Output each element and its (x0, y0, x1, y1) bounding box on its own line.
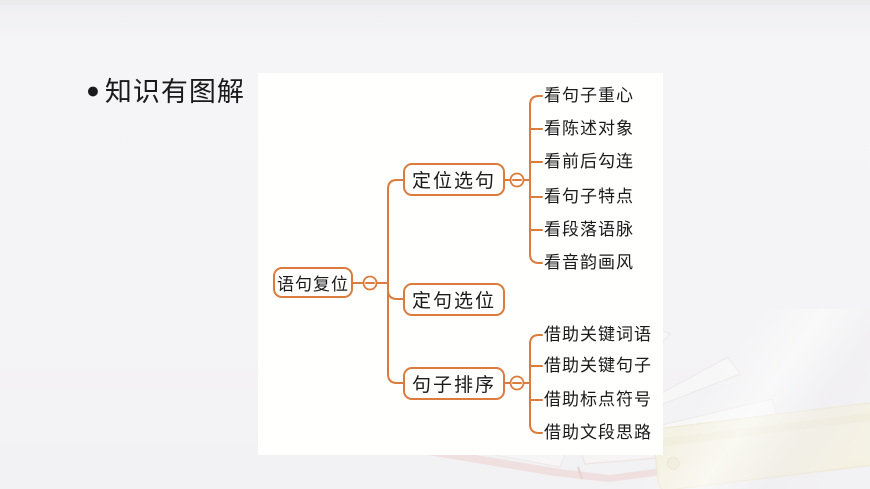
leaf-item: 看前后勾连 (544, 152, 634, 171)
leaf-item: 借助标点符号 (544, 390, 652, 409)
bullet-icon: ● (86, 78, 101, 103)
leaf-item: 看句子重心 (544, 86, 634, 105)
slide-title-text: 知识有图解 (104, 77, 245, 107)
leaf-item: 借助关键句子 (544, 356, 652, 375)
mindmap-branch-juzi-paixu: 句子排序 (403, 367, 505, 400)
slide-top-edge (0, 0, 870, 5)
mindmap-root-node: 语句复位 (273, 267, 353, 298)
leaf-item: 看陈述对象 (544, 119, 634, 138)
slide-title: ● 知识有图解 (86, 70, 245, 109)
leaf-item: 借助文段思路 (544, 423, 652, 442)
mindmap-panel: 语句复位 定位选句 定句选位 句子排序 看句子重心 看陈述对象 看前后勾连 看句… (258, 73, 663, 455)
collapse-icon-branch1 (509, 172, 525, 188)
mindmap-branch-dingju-xuanwei: 定句选位 (403, 283, 505, 316)
mindmap-branch-dingwei-xuanju: 定位选句 (403, 163, 505, 196)
leaf-item: 看句子特点 (544, 187, 634, 206)
leaf-item: 借助关键词语 (544, 325, 652, 344)
leaf-item: 看音韵画风 (544, 253, 634, 272)
leaf-item: 看段落语脉 (544, 220, 634, 239)
collapse-icon-root (362, 275, 378, 291)
collapse-icon-branch3 (509, 375, 525, 391)
mindmap-connectors (352, 95, 543, 434)
